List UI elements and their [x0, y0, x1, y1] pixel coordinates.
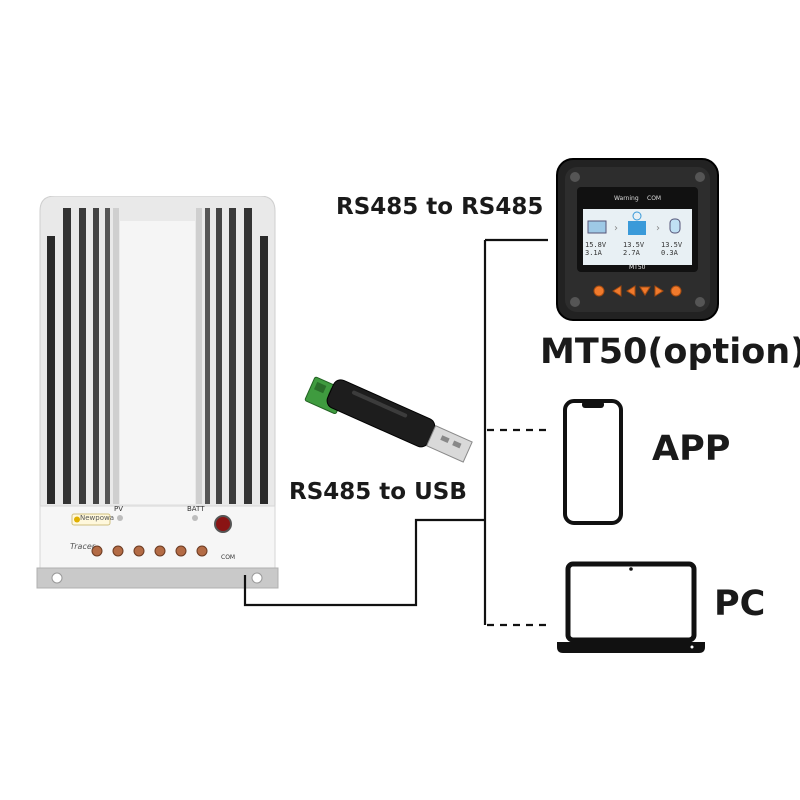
mt50-remote-meter: › › Warning COM 15.8V 3.1A 13.5V 2.7A 13…: [555, 157, 720, 322]
rs485-to-usb-label: RS485 to USB: [289, 479, 467, 505]
mt50-voltage-load: 13.5V: [661, 241, 682, 249]
svg-text:›: ›: [614, 223, 618, 234]
mt50-warning-text: Warning: [614, 195, 639, 202]
svg-text:›: ›: [656, 223, 660, 234]
app-label: APP: [652, 429, 730, 469]
mt50-voltage-pv: 15.8V: [585, 241, 606, 249]
mt50-model-text: MT50: [629, 264, 645, 271]
mt50-current-batt: 2.7A: [623, 249, 640, 257]
rs485-usb-adapter: [298, 372, 478, 472]
laptop-icon: [555, 560, 707, 656]
controller-to-bus-line: [245, 520, 485, 605]
smartphone-icon: [562, 398, 624, 526]
mt50-current-load: 0.3A: [661, 249, 678, 257]
mt50-current-pv: 3.1A: [585, 249, 602, 257]
rs485-to-rs485-label: RS485 to RS485: [336, 194, 543, 220]
mt50-com-text: COM: [647, 195, 661, 202]
mt50-voltage-batt: 13.5V: [623, 241, 644, 249]
mt50-option-label: MT50(option): [540, 332, 800, 372]
pc-label: PC: [714, 584, 765, 624]
